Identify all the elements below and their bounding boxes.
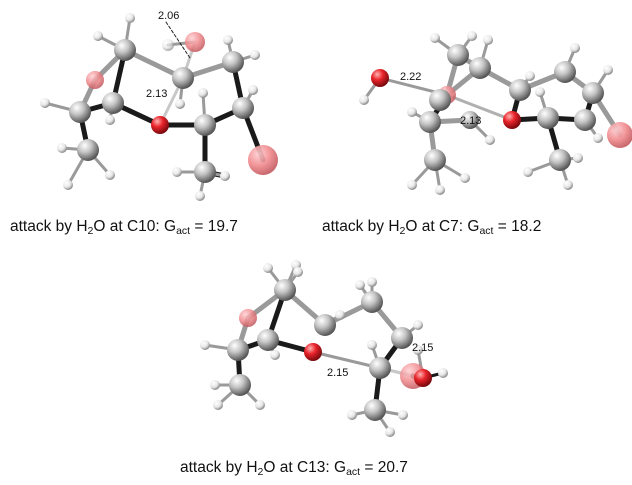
molecule-c10: 2.06 2.13 [40,10,278,201]
caption-c13: attack by H2O at C13: Gact = 20.7 [180,459,408,478]
caption-c10: attack by H2O at C10: Gact = 19.7 [10,218,238,237]
caption-c7: attack by H2O at C7: Gact = 18.2 [322,218,542,237]
molecule-c13: 2.15 2.15 [200,260,448,437]
distance-label: 2.15 [412,342,433,354]
molecule-c7: 2.22 2.13 [359,31,632,195]
distance-label: 2.06 [158,10,179,22]
distance-label: 2.15 [327,367,348,379]
distance-label: 2.22 [400,71,421,83]
distance-label: 2.13 [460,115,481,127]
distance-label: 2.13 [146,88,167,100]
